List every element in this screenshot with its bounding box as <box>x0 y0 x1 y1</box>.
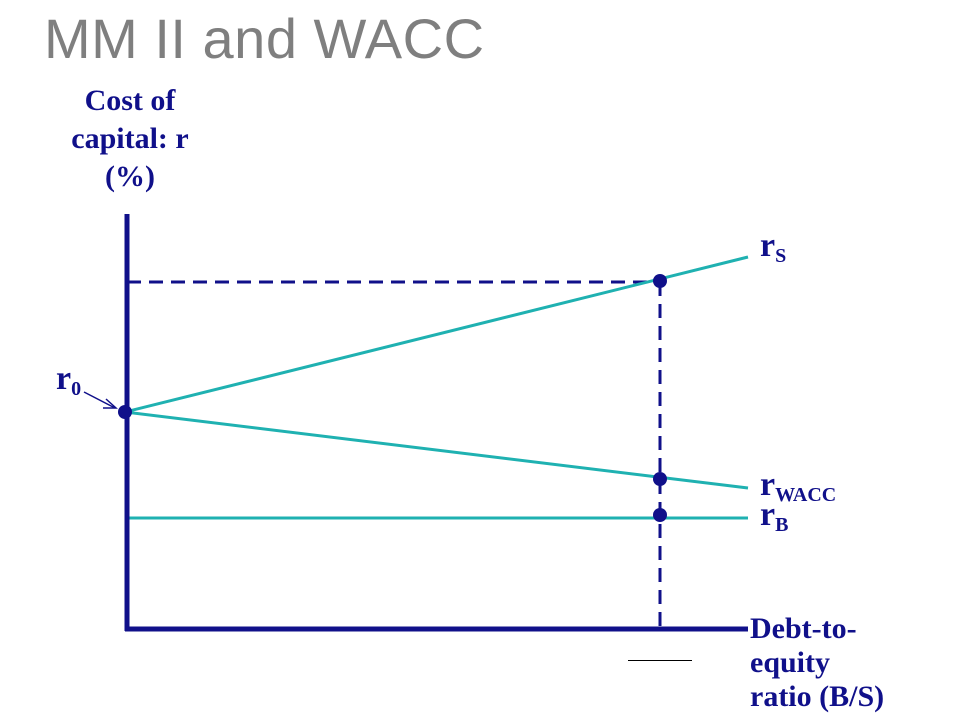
r0-point <box>118 405 132 419</box>
rb-label: rB <box>760 496 788 537</box>
x-axis-underline-mark <box>628 660 692 661</box>
y-axis-title-line-2: capital: r <box>71 122 189 155</box>
rwacc-point <box>653 472 667 486</box>
r0-label: r0 <box>56 360 81 401</box>
x-axis-title-line-1: Debt-to- <box>750 612 857 645</box>
rwacc-line <box>124 410 749 490</box>
rs-line <box>124 255 749 414</box>
rs-label-base: r <box>760 227 776 264</box>
rwacc-label-sub: WACC <box>775 484 837 506</box>
r0-pointer-arrowhead <box>103 398 118 409</box>
r0-pointer-arrow <box>83 391 116 409</box>
rb-label-sub: B <box>775 514 789 536</box>
rwacc-label: rWACC <box>760 466 836 507</box>
x-axis-title-line-3: ratio (B/S) <box>750 680 885 713</box>
y-axis-title-line-3: (%) <box>105 160 155 193</box>
r0-label-sub: 0 <box>71 378 82 400</box>
rs-label: rS <box>760 227 786 268</box>
rs-point <box>653 274 667 288</box>
x-axis-title: Debt-to- equity ratio (B/S) <box>750 612 950 714</box>
r0-label-base: r <box>56 360 72 397</box>
y-axis-title-line-1: Cost of <box>84 84 176 117</box>
rb-label-base: r <box>760 496 776 533</box>
rs-label-sub: S <box>775 245 787 267</box>
slide-title: MM II and WACC <box>44 7 485 70</box>
y-axis-title: Cost of capital: r (%) <box>40 82 220 196</box>
x-axis-title-line-2: equity <box>750 646 831 679</box>
rb-point <box>653 508 667 522</box>
rwacc-label-base: r <box>760 466 776 503</box>
